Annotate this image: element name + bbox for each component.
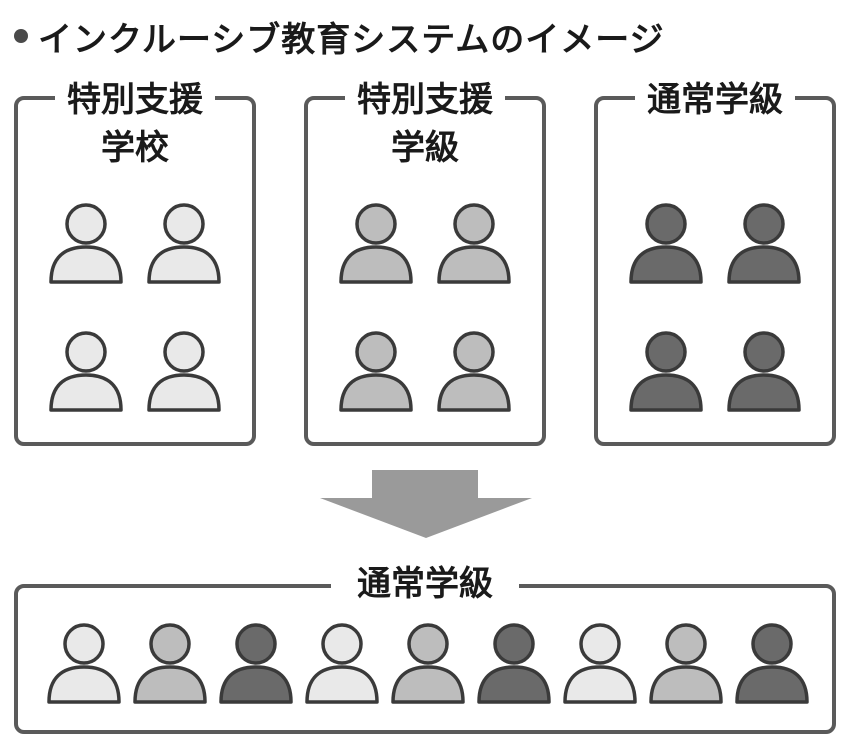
person-icon	[646, 622, 726, 710]
person-icon	[46, 202, 126, 290]
group-label-special-class: 特別支援 学級	[345, 76, 505, 172]
person-icon	[302, 622, 382, 710]
person-icon	[732, 622, 812, 710]
person-icon	[724, 202, 804, 290]
person-icon	[44, 622, 124, 710]
person-icon	[724, 330, 804, 418]
arrow-stem	[372, 470, 478, 498]
person-icon	[336, 202, 416, 290]
group-label-special-school: 特別支援 学校	[55, 76, 215, 172]
person-icon	[336, 330, 416, 418]
person-icon	[560, 622, 640, 710]
bullet-icon	[14, 29, 28, 43]
person-icon	[130, 622, 210, 710]
person-icon	[434, 330, 514, 418]
person-icon	[144, 202, 224, 290]
group-label-regular-class: 通常学級	[635, 76, 795, 124]
person-icon	[626, 202, 706, 290]
person-icon	[626, 330, 706, 418]
arrow-head	[320, 498, 532, 538]
person-icon	[144, 330, 224, 418]
person-icon	[388, 622, 468, 710]
person-icon	[434, 202, 514, 290]
person-icon	[46, 330, 126, 418]
person-icon	[474, 622, 554, 710]
merged-label: 通常学級	[331, 560, 519, 608]
page-title: インクルーシブ教育システムのイメージ	[14, 14, 665, 60]
arrow-down-icon	[320, 470, 532, 538]
title-text: インクルーシブ教育システムのイメージ	[38, 19, 665, 60]
person-icon	[216, 622, 296, 710]
